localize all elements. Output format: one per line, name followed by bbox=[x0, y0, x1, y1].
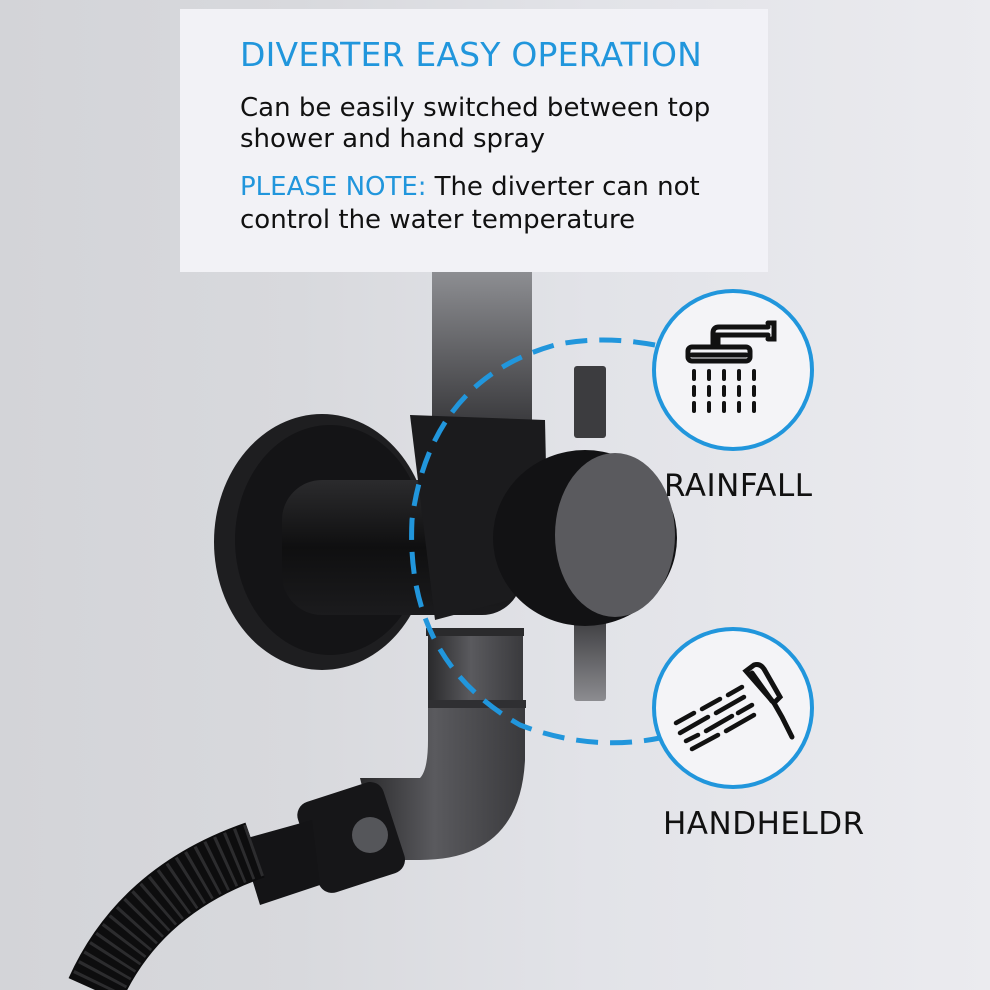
note-text: The diverter can not control the water t… bbox=[240, 172, 700, 235]
handheld-shower-icon bbox=[673, 662, 795, 752]
note: PLEASE NOTE:The diverter can not control… bbox=[240, 171, 768, 237]
description: Can be easily switched between top showe… bbox=[240, 93, 711, 154]
rainfall-icon-badge bbox=[652, 289, 814, 451]
handheld-icon-badge bbox=[652, 627, 814, 789]
rainfall-shower-head-icon bbox=[685, 320, 777, 413]
rainfall-label: RAINFALL bbox=[664, 468, 813, 504]
headline: DIVERTER EASY OPERATION bbox=[240, 35, 703, 74]
note-label: PLEASE NOTE: bbox=[240, 172, 427, 202]
info-panel: DIVERTER EASY OPERATION Can be easily sw… bbox=[180, 9, 768, 272]
handheld-label: HANDHELDR bbox=[663, 806, 865, 842]
